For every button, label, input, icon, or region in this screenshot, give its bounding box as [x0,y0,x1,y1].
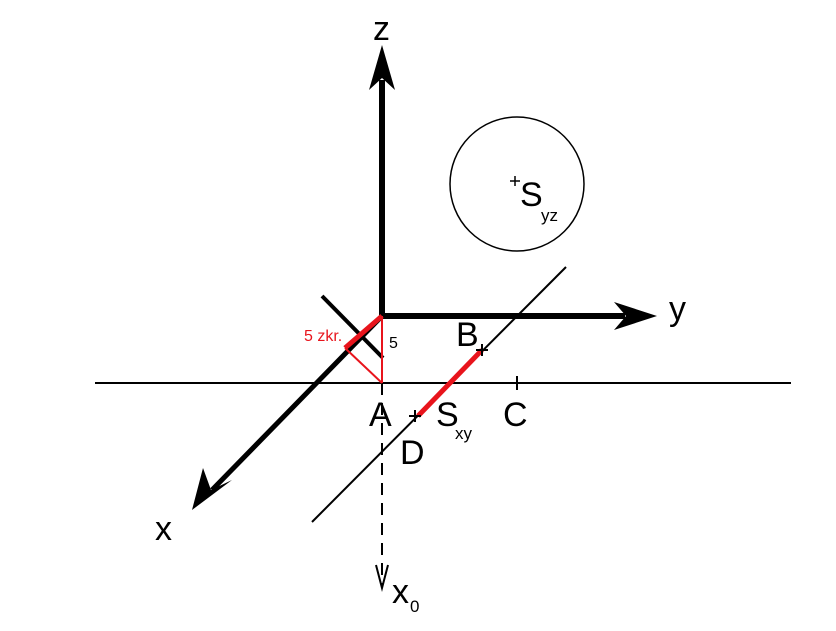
shortening-label: 5 zkr. [304,328,342,345]
z-axis-arrowhead [369,45,395,90]
point-syz-label: S [520,176,543,214]
point-c-label: C [503,396,528,434]
red-triangle-leg [344,347,383,384]
z-axis-label: z [373,10,390,48]
y-axis-label: y [669,290,686,328]
perpendicular-stroke [320,294,385,360]
x-axis [210,314,384,492]
point-syz-subscript: yz [541,206,558,225]
point-b-marker [476,344,488,356]
point-sxy-label: S [436,396,459,434]
point-d-label: D [400,434,425,472]
segment-db-highlight [416,348,484,418]
unit-length-label: 5 [389,335,398,352]
x0-axis-arrowhead [375,564,389,592]
point-d-marker [409,410,421,422]
x0-axis-subscript: 0 [410,597,419,616]
point-syz-marker [510,176,520,186]
point-a-label: A [369,396,392,434]
point-sxy-subscript: xy [455,424,473,443]
circle-yz [449,116,585,252]
x-axis-label: x [155,510,172,548]
x0-axis-label: x [392,573,409,611]
red-triangle-hyp [343,314,384,350]
point-b-label: B [456,316,479,354]
y-axis-arrowhead [614,302,657,330]
x-axis-arrowhead [192,468,232,510]
